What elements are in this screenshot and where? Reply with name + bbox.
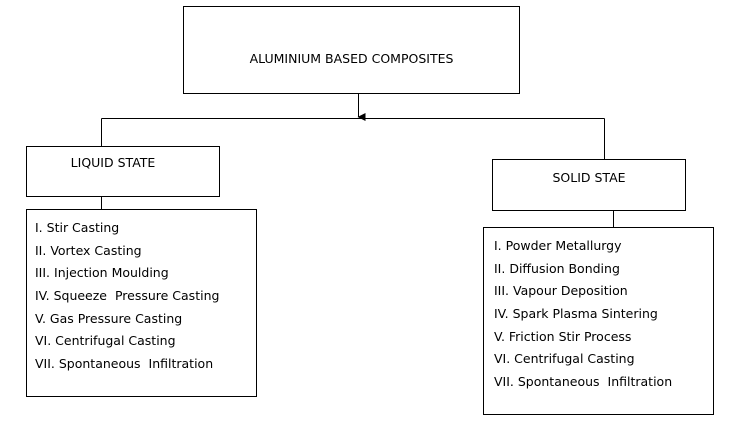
list-item: VI. Centrifugal Casting <box>494 351 635 367</box>
list-item: VI. Centrifugal Casting <box>35 333 176 349</box>
solid-state-node: SOLID STAE <box>492 159 686 211</box>
solid-state-methods-box: I. Powder Metallurgy II. Diffusion Bondi… <box>483 227 714 415</box>
liquid-state-node: LIQUID STATE <box>26 146 220 197</box>
list-item: I. Stir Casting <box>35 220 120 235</box>
list-item: I. Powder Metallurgy <box>494 238 622 253</box>
root-node-label: ALUMINIUM BASED COMPOSITES <box>249 51 454 66</box>
list-item: IV. Squeeze Pressure Casting <box>35 288 220 304</box>
list-item: V. Gas Pressure Casting <box>35 310 183 326</box>
list-item: V. Friction Stir Process <box>494 328 632 344</box>
list-item: III. Injection Moulding <box>35 265 169 281</box>
liquid-state-methods-list: I. Stir Casting II. Vortex Casting III. … <box>35 217 219 376</box>
solid-state-methods-list: I. Powder Metallurgy II. Diffusion Bondi… <box>494 235 672 394</box>
solid-state-label: SOLID STAE <box>552 170 626 185</box>
liquid-state-methods-box: I. Stir Casting II. Vortex Casting III. … <box>26 209 257 397</box>
list-item: II. Diffusion Bonding <box>494 260 620 276</box>
liquid-state-label: LIQUID STATE <box>70 155 156 170</box>
list-item: II. Vortex Casting <box>35 242 142 258</box>
root-node: ALUMINIUM BASED COMPOSITES <box>183 6 520 94</box>
list-item: III. Vapour Deposition <box>494 283 628 299</box>
list-item: IV. Spark Plasma Sintering <box>494 306 658 322</box>
list-item: VII. Spontaneous Infiltration <box>35 356 214 372</box>
list-item: VII. Spontaneous Infiltration <box>494 374 673 390</box>
